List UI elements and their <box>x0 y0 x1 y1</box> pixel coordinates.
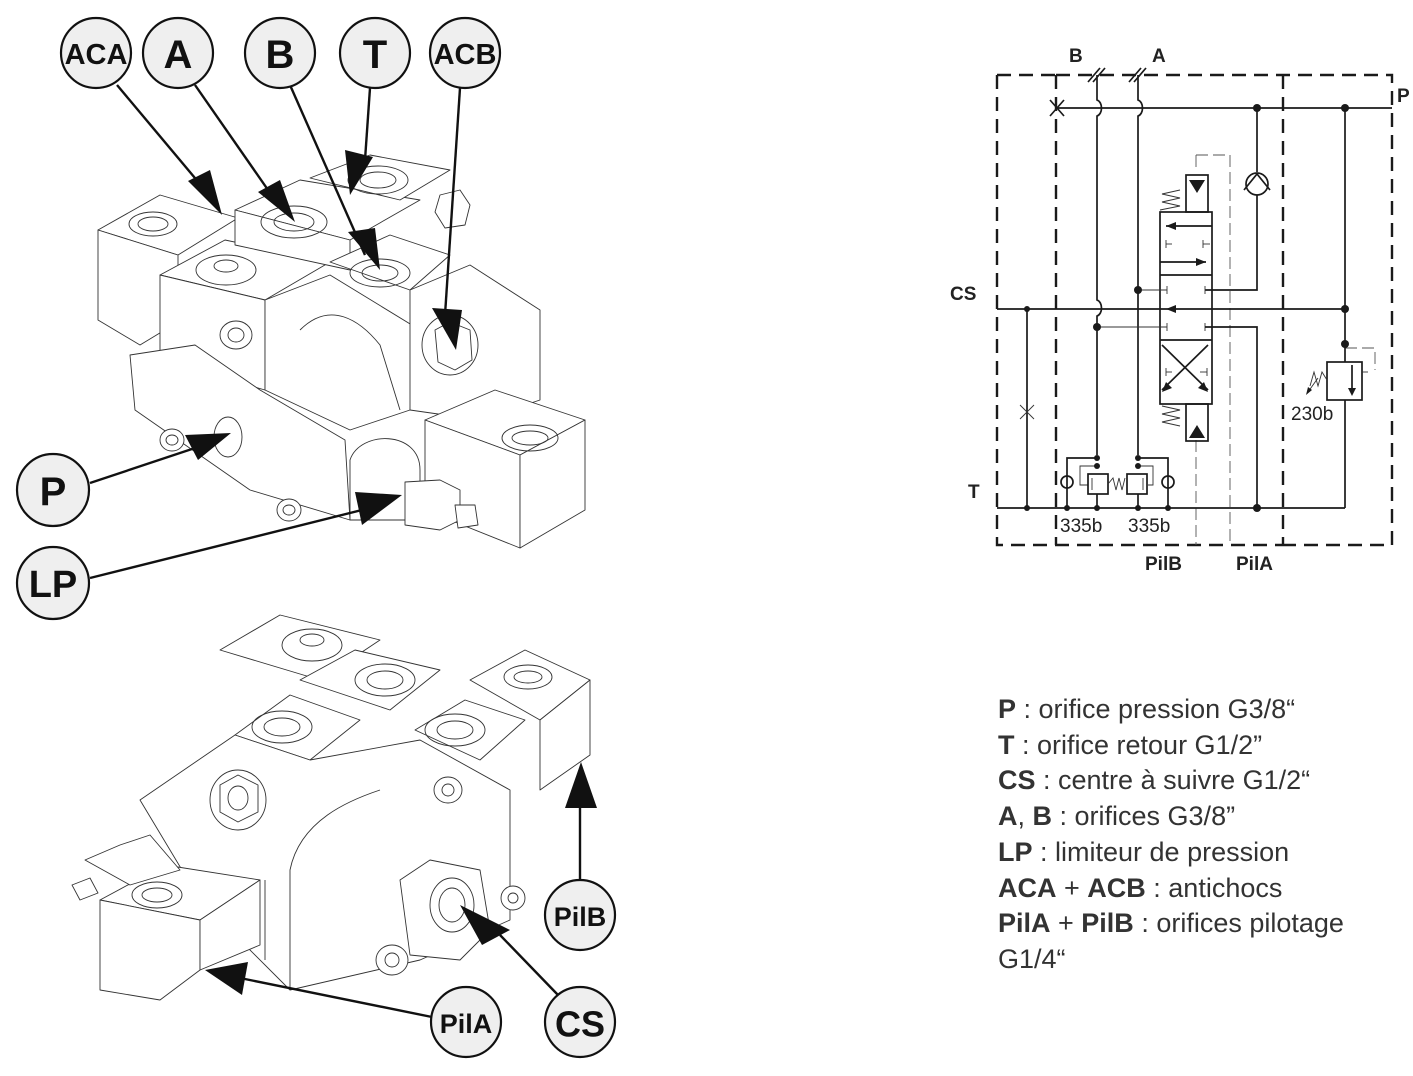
legend-sep: + <box>1050 908 1082 939</box>
port-label-CS: CS <box>950 284 976 305</box>
callout-label: P <box>40 470 67 514</box>
legend-sep: , <box>1017 801 1033 832</box>
callout-label: CS <box>555 1004 605 1045</box>
callout-label: LP <box>29 564 78 606</box>
port-legend: P : orifice pression G3/8“ T : orifice r… <box>998 692 1344 978</box>
legend-row: A, B : orifices G3/8” <box>998 799 1344 835</box>
callout-T: T <box>338 16 412 195</box>
callout-PilA: PilA <box>205 962 503 1059</box>
legend-text: G1/4“ <box>998 943 1066 974</box>
legend-sep: + <box>1056 872 1088 903</box>
callout-ACA: ACA <box>59 16 222 215</box>
legend-row: G1/4“ <box>998 942 1344 978</box>
valve-illustration-top <box>97 154 586 549</box>
legend-text: : orifice retour G1/2” <box>1014 729 1263 760</box>
legend-key: PilA <box>998 908 1051 939</box>
callout-label: A <box>164 33 193 77</box>
legend-row: PilA + PilB : orifices pilotage <box>998 906 1344 942</box>
callout-B: B <box>243 16 380 270</box>
legend-text: : antichocs <box>1145 872 1283 903</box>
callout-P: P <box>15 433 231 528</box>
legend-key: A <box>998 801 1018 832</box>
pilot-label-PilB: PilB <box>1145 554 1182 575</box>
callout-label: PilB <box>554 902 607 932</box>
legend-text: : orifices pilotage <box>1133 908 1344 939</box>
callout-label: B <box>266 33 295 77</box>
legend-row: CS : centre à suivre G1/2“ <box>998 763 1344 799</box>
legend-key: PilB <box>1081 908 1134 939</box>
legend-key: T <box>998 729 1015 760</box>
legend-key: LP <box>998 836 1033 867</box>
port-label-B: B <box>1069 46 1083 67</box>
port-label-P: P <box>1397 86 1410 107</box>
port-label-T: T <box>968 482 980 503</box>
legend-key: B <box>1032 801 1053 832</box>
valve-illustration-bottom <box>71 614 591 1001</box>
legend-text: : limiteur de pression <box>1032 836 1290 867</box>
legend-row: P : orifice pression G3/8“ <box>998 692 1344 728</box>
callout-A: A <box>141 16 295 222</box>
callout-label: T <box>363 33 387 77</box>
relief-B-setting: 335b <box>1060 516 1102 537</box>
callout-LP: LP <box>15 492 402 621</box>
legend-row: LP : limiteur de pression <box>998 835 1344 871</box>
legend-key: P <box>998 694 1017 724</box>
callout-label: ACA <box>65 39 128 71</box>
hydraulic-schematic: B A P CS T 230b 335b 335b PilB PilA <box>950 46 1410 575</box>
relief-main-setting: 230b <box>1291 404 1333 425</box>
relief-A-setting: 335b <box>1128 516 1170 537</box>
legend-key: CS <box>998 765 1036 796</box>
legend-key: ACA <box>998 872 1057 903</box>
callout-ACB: ACB <box>428 16 502 350</box>
callout-PilB: PilB <box>543 762 617 952</box>
legend-row: T : orifice retour G1/2” <box>998 728 1344 764</box>
legend-row: ACA + ACB : antichocs <box>998 871 1344 907</box>
callout-CS: CS <box>460 905 617 1059</box>
legend-text: : centre à suivre G1/2“ <box>1035 765 1311 796</box>
legend-key: ACB <box>1087 872 1146 903</box>
callout-label: PilA <box>440 1009 493 1039</box>
callout-label: ACB <box>434 39 497 71</box>
pilot-label-PilA: PilA <box>1236 554 1273 575</box>
legend-text: : orifice pression G3/8“ <box>1016 694 1296 724</box>
legend-text: : orifices G3/8” <box>1052 801 1236 832</box>
port-label-A: A <box>1152 46 1166 67</box>
